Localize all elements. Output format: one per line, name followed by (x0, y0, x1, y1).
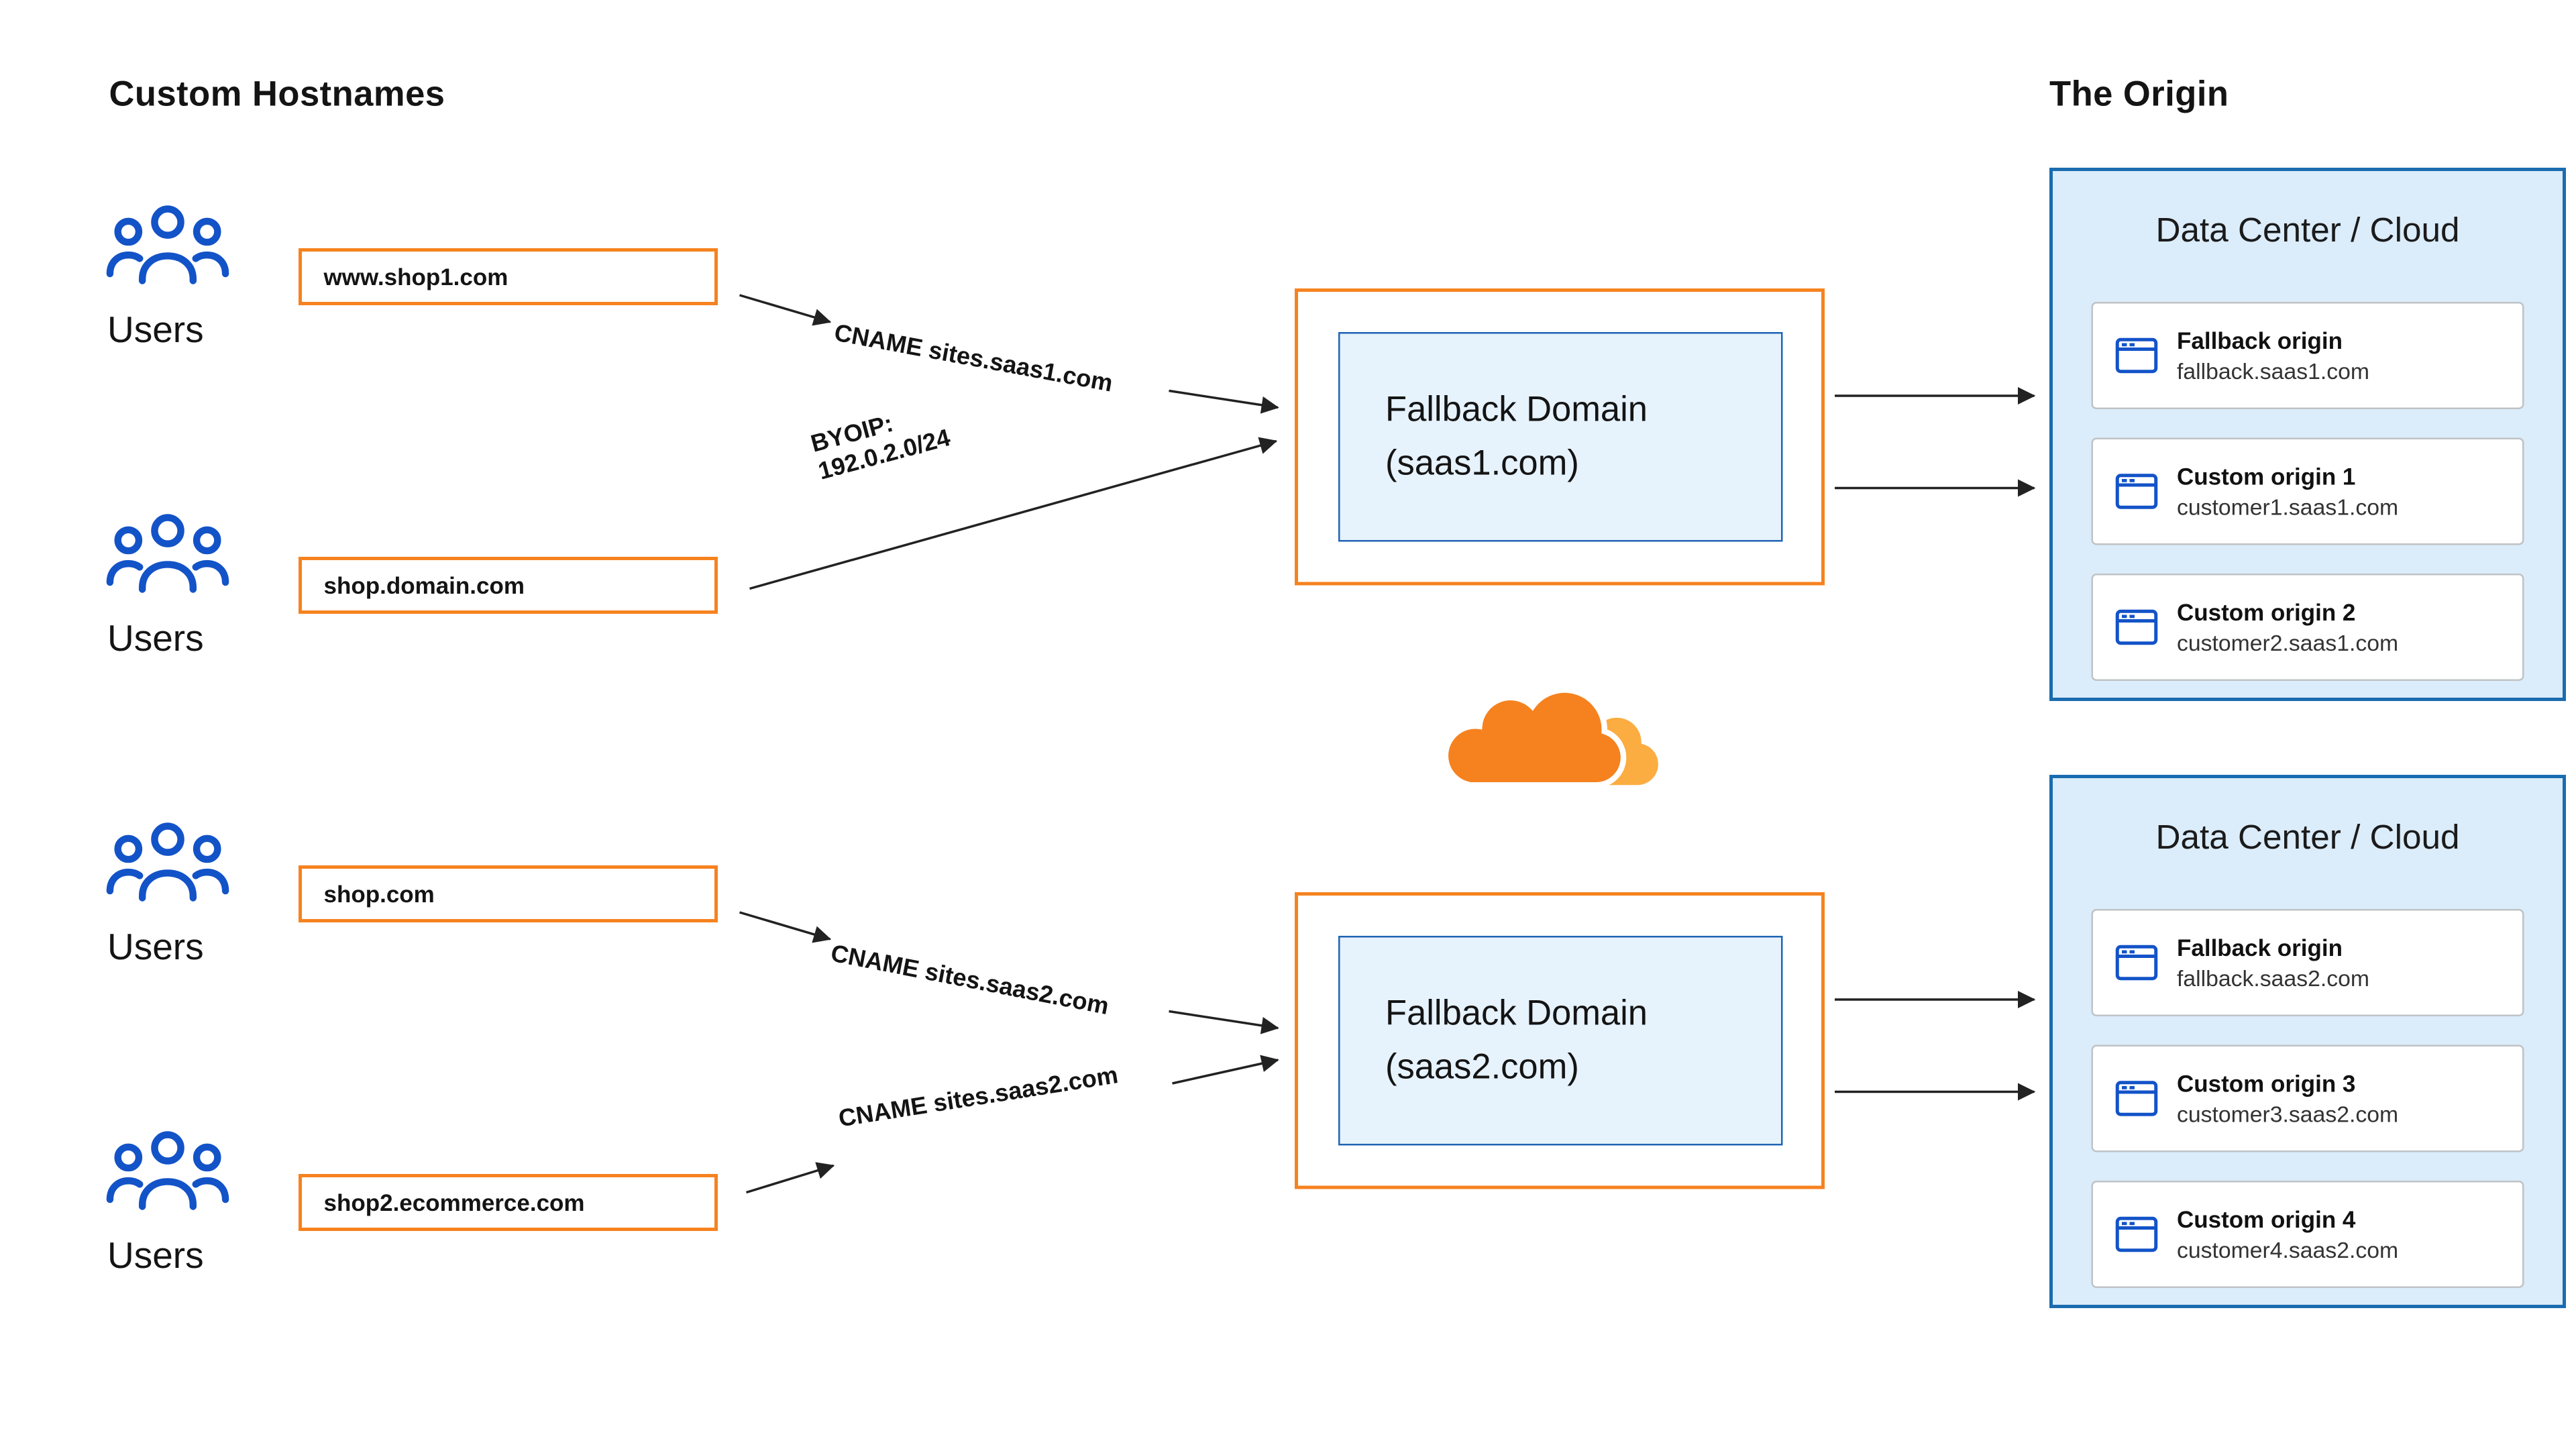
origin-host: customer2.saas1.com (2177, 631, 2399, 656)
origin-card-text: Custom origin 2 customer2.saas1.com (2177, 599, 2398, 656)
users-group-3: Users (104, 822, 248, 969)
fallback-domain-box-2: Fallback Domain (saas2.com) (1295, 892, 1825, 1189)
hostname-text: www.shop1.com (323, 263, 508, 290)
origin-name: Fallback origin (2177, 934, 2343, 961)
users-icon (104, 1130, 231, 1211)
cloudflare-logo-icon (1442, 687, 1658, 788)
data-center-title: Data Center / Cloud (2155, 211, 2460, 250)
users-icon (104, 205, 231, 285)
origin-card-text: Custom origin 4 customer4.saas2.com (2177, 1206, 2398, 1263)
origin-host: fallback.saas2.com (2177, 966, 2370, 991)
origin-card-custom2-saas1: Custom origin 2 customer2.saas1.com (2091, 574, 2524, 681)
fallback-domain-line1: Fallback Domain (1385, 994, 1648, 1032)
origin-host: customer4.saas2.com (2177, 1238, 2399, 1263)
users-group-2: Users (104, 513, 248, 661)
users-group-1: Users (104, 205, 248, 352)
origin-name: Custom origin 3 (2177, 1070, 2356, 1097)
origin-card-fallback-saas1: Fallback origin fallback.saas1.com (2091, 302, 2524, 409)
origin-card-text: Custom origin 3 customer3.saas2.com (2177, 1070, 2398, 1127)
origin-name: Custom origin 4 (2177, 1205, 2356, 1233)
browser-icon (2115, 609, 2159, 646)
hostname-text: shop.domain.com (323, 572, 525, 599)
fallback-domain-line2: (saas1.com) (1385, 443, 1579, 482)
origin-host: customer1.saas1.com (2177, 494, 2399, 521)
hostname-text: shop2.ecommerce.com (323, 1189, 585, 1216)
edge-label-cname-saas2-lower: CNAME sites.saas2.com (837, 1063, 1120, 1134)
origin-card-text: Fallback origin fallback.saas1.com (2177, 327, 2369, 384)
browser-icon (2115, 1080, 2159, 1117)
origin-name: Custom origin 2 (2177, 598, 2356, 626)
origin-card-custom3-saas2: Custom origin 3 customer3.saas2.com (2091, 1044, 2524, 1152)
browser-icon (2115, 1216, 2159, 1253)
hostname-box-shop-domain: shop.domain.com (299, 557, 718, 614)
users-label: Users (107, 1234, 204, 1277)
data-center-title: Data Center / Cloud (2155, 818, 2460, 857)
origin-host: customer3.saas2.com (2177, 1102, 2399, 1128)
origin-host: fallback.saas1.com (2177, 359, 2370, 384)
fallback-domain-line1: Fallback Domain (1385, 390, 1648, 429)
browser-icon (2115, 945, 2159, 981)
edge-label-cname-saas2-upper: CNAME sites.saas2.com (828, 941, 1111, 1022)
heading-custom-hostnames: Custom Hostnames (109, 75, 445, 115)
origin-card-custom4-saas2: Custom origin 4 customer4.saas2.com (2091, 1181, 2524, 1288)
origin-name: Custom origin 1 (2177, 463, 2356, 490)
users-icon (104, 513, 231, 594)
origin-card-text: Custom origin 1 customer1.saas1.com (2177, 463, 2398, 520)
origin-card-text: Fallback origin fallback.saas2.com (2177, 934, 2369, 991)
browser-icon (2115, 473, 2159, 510)
fallback-domain-line2: (saas2.com) (1385, 1047, 1579, 1086)
users-label: Users (107, 926, 204, 968)
edge-label-cname-saas1: CNAME sites.saas1.com (832, 320, 1115, 398)
edge-label-byoip: BYOIP: 192.0.2.0/24 (808, 398, 954, 488)
users-group-4: Users (104, 1130, 248, 1278)
users-icon (104, 822, 231, 902)
origin-name: Fallback origin (2177, 327, 2343, 354)
hostname-box-shop: shop.com (299, 865, 718, 922)
data-center-box-2: Data Center / Cloud Fallback origin fall… (2049, 775, 2566, 1308)
hostname-box-shop1: www.shop1.com (299, 248, 718, 305)
browser-icon (2115, 337, 2159, 374)
origin-card-fallback-saas2: Fallback origin fallback.saas2.com (2091, 909, 2524, 1016)
fallback-domain-inner-2: Fallback Domain (saas2.com) (1338, 936, 1783, 1146)
hostname-box-shop2-ecommerce: shop2.ecommerce.com (299, 1174, 718, 1231)
users-label: Users (107, 617, 204, 659)
data-center-box-1: Data Center / Cloud Fallback origin fall… (2049, 168, 2566, 701)
users-label: Users (107, 309, 204, 351)
fallback-domain-inner-1: Fallback Domain (saas1.com) (1338, 332, 1783, 542)
fallback-domain-box-1: Fallback Domain (saas1.com) (1295, 288, 1825, 586)
heading-the-origin: The Origin (2049, 75, 2229, 115)
hostname-text: shop.com (323, 880, 435, 908)
origin-card-custom1-saas1: Custom origin 1 customer1.saas1.com (2091, 437, 2524, 545)
